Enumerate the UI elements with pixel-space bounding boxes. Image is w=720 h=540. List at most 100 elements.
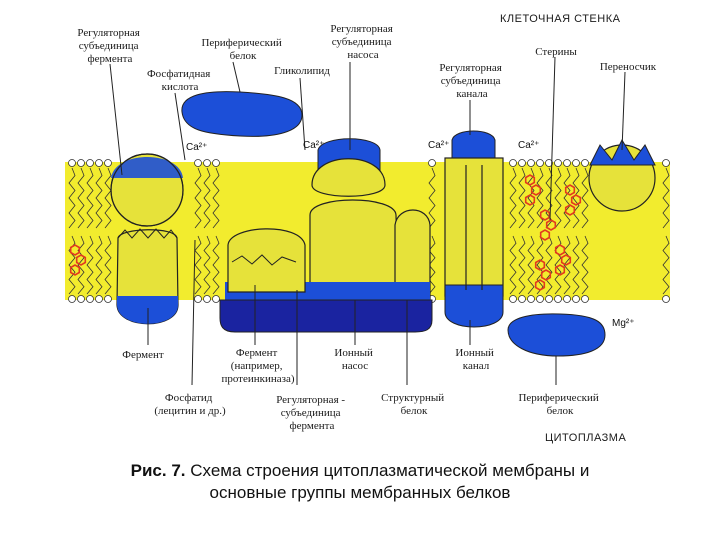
sterol-ring [69,264,81,276]
lipid-tail-outer [662,167,670,229]
label-enzyme-example: Фермент (например, протеинкиназа) [221,347,294,385]
lipid-tail-inner [527,235,535,295]
label-phosphatide: Фосфатид (лецитин и др.) [154,392,226,417]
lipid-tail-inner [509,235,517,295]
lipid-tail-inner [194,235,202,295]
lipid-head-inner [545,295,553,303]
lipid-head-inner [95,295,103,303]
caption-text-line-2: основные группы мембранных белков [209,483,511,502]
lipid-tail-outer [194,167,202,229]
lipid-head-inner [212,295,220,303]
label-phosphatidic-acid: Фосфатидная кислота [147,68,213,93]
sterol-ring [539,229,551,241]
sterol-ring [554,244,566,256]
lipid-tail-inner [572,235,580,295]
label-reg-subunit-channel: Регуляторная субъединица канала [439,62,504,100]
sterol-ring [75,254,87,266]
ion-pump [219,138,433,333]
lipid-tail-inner [536,235,544,295]
lipid-tail-outer [572,167,580,229]
lipid-tail-inner [563,235,571,295]
lipid-head-inner [527,295,535,303]
label-peripheral-protein-top: Периферический белок [201,37,284,62]
sterol-ring [539,209,551,221]
lipid-tail-outer [212,167,220,229]
lipid-head-outer [662,159,670,167]
lipid-tail-outer [104,167,112,229]
lipid-tail-outer [581,167,589,229]
label-reg-subunit-pump: Регуляторная субъединица насоса [330,23,395,61]
lipid-head-outer [104,159,112,167]
lipid-head-inner [194,295,202,303]
lipid-tail-inner [581,235,589,295]
lipid-head-outer [527,159,535,167]
lipid-head-outer [194,159,202,167]
lipid-tail-inner [77,235,85,295]
lipid-head-outer [212,159,220,167]
label-carrier: Переносчик [600,61,657,73]
figure-caption: Рис. 7. Схема строения цитоплазматическо… [60,460,660,504]
ion-label-mg: Mg²⁺ [612,318,635,329]
lipid-tail-inner [545,235,553,295]
lipid-tail-outer [509,167,517,229]
lipid-head-inner [203,295,211,303]
lipid-tail-inner [518,235,526,295]
lipid-tail-outer [68,167,76,229]
lipid-tail-outer [563,167,571,229]
lipid-tail-inner [104,235,112,295]
peripheral-protein-bottom [507,313,606,357]
lipid-head-inner [572,295,580,303]
sterol-ring [570,194,582,206]
label-peripheral-protein-bottom: Периферический белок [518,392,601,417]
sterol-ring [540,269,552,281]
sterol-ring [560,254,572,266]
lipid-head-outer [545,159,553,167]
lipid-tail-inner [203,235,211,295]
lipid-tail-inner [86,235,94,295]
lipid-head-inner [554,295,562,303]
lipid-head-inner [662,295,670,303]
lipid-tail-outer [527,167,535,229]
label-ion-channel: Ионный канал [455,347,496,372]
label-cell-wall: КЛЕТОЧНАЯ СТЕНКА [500,13,621,25]
lipid-tail-inner [662,235,670,295]
label-reg-subunit-enzyme-bottom: Регуляторная - субъединица фермента [276,394,348,432]
sterol-ring [554,264,566,276]
lipid-tail-outer [518,167,526,229]
enzyme-regulatory-subunit [110,153,184,227]
caption-number: Рис. 7. [130,461,186,480]
caption-text-line-1: Схема строения цитоплазматической мембра… [185,461,590,480]
lipid-head-inner [68,295,76,303]
lipid-head-inner [581,295,589,303]
label-cytoplasm: ЦИТОПЛАЗМА [545,432,626,444]
lipid-head-outer [95,159,103,167]
sterol-ring [524,194,536,206]
lipid-head-inner [518,295,526,303]
lipid-head-outer [563,159,571,167]
sterol-ring [564,204,576,216]
ion-channel [444,130,504,328]
lipid-head-outer [572,159,580,167]
label-glycolipid: Гликолипид [274,65,330,77]
ion-label-ca-1: Ca²⁺ [186,142,207,153]
lipid-head-outer [518,159,526,167]
sterol-ring [534,279,546,291]
protein-kinase-enzyme [227,228,306,293]
label-enzyme: Фермент [122,349,164,361]
label-reg-subunit-enzyme-top: Регуляторная субъединица фермента [77,27,142,65]
sterol-ring [69,244,81,256]
lipid-tail-inner [212,235,220,295]
lipid-head-inner [77,295,85,303]
lipid-tail-outer [203,167,211,229]
lipid-head-outer [203,159,211,167]
label-structural-protein: Структурный белок [381,392,447,417]
ion-label-ca-3: Ca²⁺ [428,140,449,151]
sterol-ring [564,184,576,196]
lipid-head-outer [86,159,94,167]
lipid-head-inner [563,295,571,303]
lipid-head-outer [536,159,544,167]
lipid-head-outer [68,159,76,167]
label-sterols: Стерины [535,46,577,58]
lipid-head-outer [77,159,85,167]
lipid-tail-outer [77,167,85,229]
